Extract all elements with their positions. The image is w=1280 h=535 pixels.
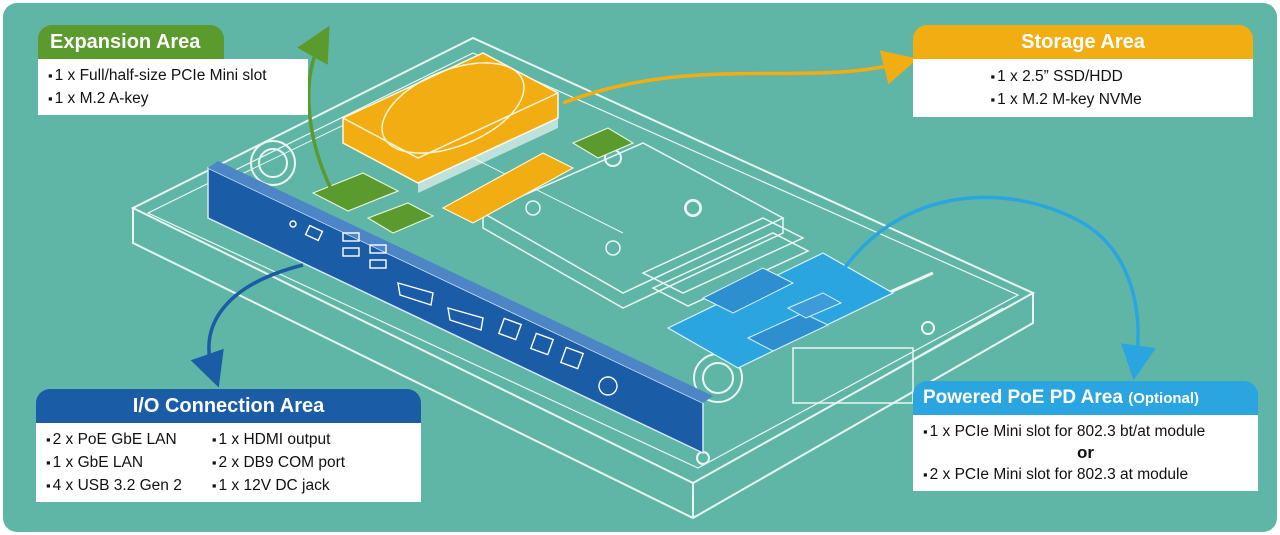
expansion-area-callout: Expansion Area 1 x Full/half-size PCIe M… bbox=[38, 25, 308, 115]
io-right-column: 1 x HDMI output 2 x DB9 COM port 1 x 12V… bbox=[212, 428, 345, 497]
device-illustration bbox=[130, 25, 1156, 520]
expansion-slots bbox=[311, 127, 635, 234]
chassis-outline bbox=[130, 36, 1036, 520]
io-panel bbox=[207, 161, 713, 455]
poe-pd-area-callout: Powered PoE PD Area (Optional) 1 x PCIe … bbox=[913, 381, 1258, 491]
io-connection-area-callout: I/O Connection Area 2 x PoE GbE LAN 1 x … bbox=[36, 389, 421, 502]
io-item: 1 x HDMI output bbox=[212, 428, 345, 451]
io-item: 2 x PoE GbE LAN bbox=[46, 428, 182, 451]
poe-or-separator: or bbox=[1077, 443, 1094, 462]
poe-item: 2 x PCIe Mini slot for 802.3 at module bbox=[923, 463, 1248, 486]
storage-item: 1 x 2.5” SSD/HDD bbox=[991, 65, 1176, 88]
expansion-area-list: 1 x Full/half-size PCIe Mini slot 1 x M.… bbox=[38, 59, 308, 115]
storage-item: 1 x M.2 M-key NVMe bbox=[991, 88, 1176, 111]
io-arrow bbox=[190, 263, 304, 388]
storage-area-list: 1 x 2.5” SSD/HDD 1 x M.2 M-key NVMe bbox=[913, 59, 1253, 117]
poe-arrow bbox=[839, 195, 1156, 381]
poe-pd-area-header: Powered PoE PD Area (Optional) bbox=[913, 381, 1258, 415]
io-item: 1 x GbE LAN bbox=[46, 451, 182, 474]
memory-modules bbox=[641, 217, 810, 307]
io-left-column: 2 x PoE GbE LAN 1 x GbE LAN 4 x USB 3.2 … bbox=[46, 428, 182, 497]
poe-optional-label: (Optional) bbox=[1128, 390, 1200, 407]
expansion-area-title: Expansion Area bbox=[38, 25, 224, 59]
io-item: 1 x 12V DC jack bbox=[212, 474, 345, 497]
poe-pd-board bbox=[666, 252, 914, 404]
io-connection-area-title: I/O Connection Area bbox=[36, 389, 421, 423]
expansion-arrow bbox=[297, 25, 335, 194]
poe-item: 1 x PCIe Mini slot for 802.3 bt/at modul… bbox=[923, 420, 1248, 443]
poe-pd-area-title: Powered PoE PD Area bbox=[923, 387, 1123, 408]
io-item: 4 x USB 3.2 Gen 2 bbox=[46, 474, 182, 497]
diagram-background: Expansion Area 1 x Full/half-size PCIe M… bbox=[3, 3, 1277, 532]
poe-pd-area-list: 1 x PCIe Mini slot for 802.3 bt/at modul… bbox=[913, 415, 1258, 491]
storage-area-title: Storage Area bbox=[913, 25, 1253, 59]
storage-drive bbox=[342, 52, 559, 193]
io-connection-area-list: 2 x PoE GbE LAN 1 x GbE LAN 4 x USB 3.2 … bbox=[36, 423, 421, 502]
storage-arrow bbox=[562, 50, 918, 105]
expansion-item: 1 x M.2 A-key bbox=[48, 87, 298, 110]
storage-area-callout: Storage Area 1 x 2.5” SSD/HDD 1 x M.2 M-… bbox=[913, 25, 1253, 117]
io-item: 2 x DB9 COM port bbox=[212, 451, 345, 474]
m2-nvme-card bbox=[441, 152, 575, 224]
expansion-item: 1 x Full/half-size PCIe Mini slot bbox=[48, 64, 298, 87]
